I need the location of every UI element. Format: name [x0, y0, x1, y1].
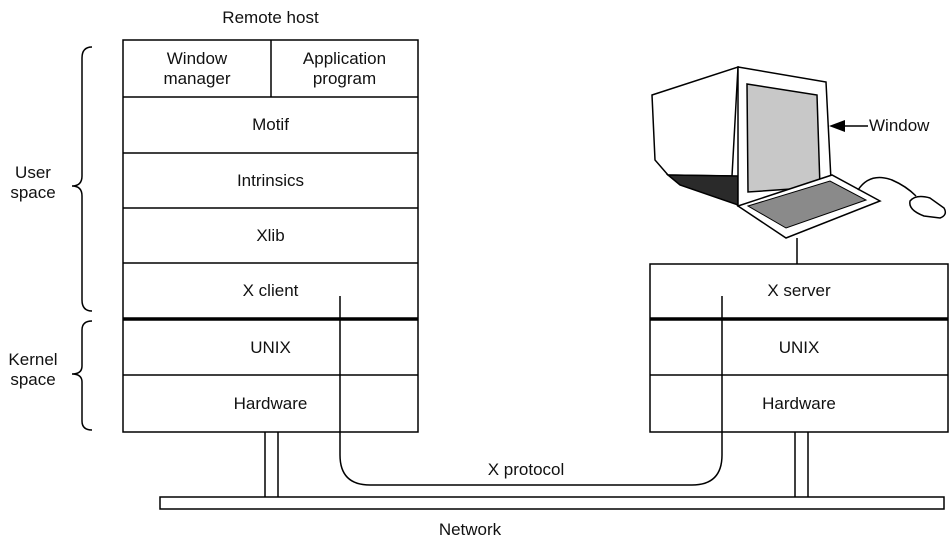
- xlib-layer: Xlib: [256, 225, 285, 245]
- application-program-cell: Application program: [302, 48, 387, 88]
- monitor-base: [665, 174, 739, 207]
- local-unix-layer: UNIX: [778, 337, 820, 357]
- x-protocol-line: [339, 296, 723, 486]
- screen: [746, 83, 821, 193]
- local-host-box: [649, 263, 949, 433]
- intrinsics-layer: Intrinsics: [236, 170, 305, 190]
- x-protocol-label: X protocol: [487, 460, 565, 479]
- motif-layer: Motif: [252, 115, 289, 134]
- kernel-space-brace: [71, 320, 93, 431]
- remote-hardware-layer: Hardware: [233, 393, 308, 413]
- window-arrow: [829, 120, 868, 132]
- window-label: Window: [869, 116, 930, 135]
- user-space-label: User space: [10, 163, 56, 202]
- local-host-connector: [794, 432, 809, 497]
- network-label: Network: [438, 520, 502, 539]
- workstation-icon: [651, 65, 947, 239]
- monitor-casing: [651, 65, 739, 177]
- local-hardware-layer: Hardware: [762, 393, 836, 413]
- window-manager-cell: Window manager: [163, 48, 231, 88]
- x-client-layer: X client: [242, 280, 299, 300]
- remote-unix-layer: UNIX: [250, 337, 291, 357]
- mouse: [909, 195, 947, 219]
- remote-host-connector: [264, 432, 279, 497]
- network-bus: [159, 496, 945, 510]
- x-server-layer: X server: [767, 281, 831, 300]
- user-space-brace: [71, 46, 93, 312]
- keyboard-keys: [746, 180, 868, 229]
- remote-host-title: Remote host: [222, 8, 319, 27]
- kernel-space-label: Kernel space: [8, 350, 58, 389]
